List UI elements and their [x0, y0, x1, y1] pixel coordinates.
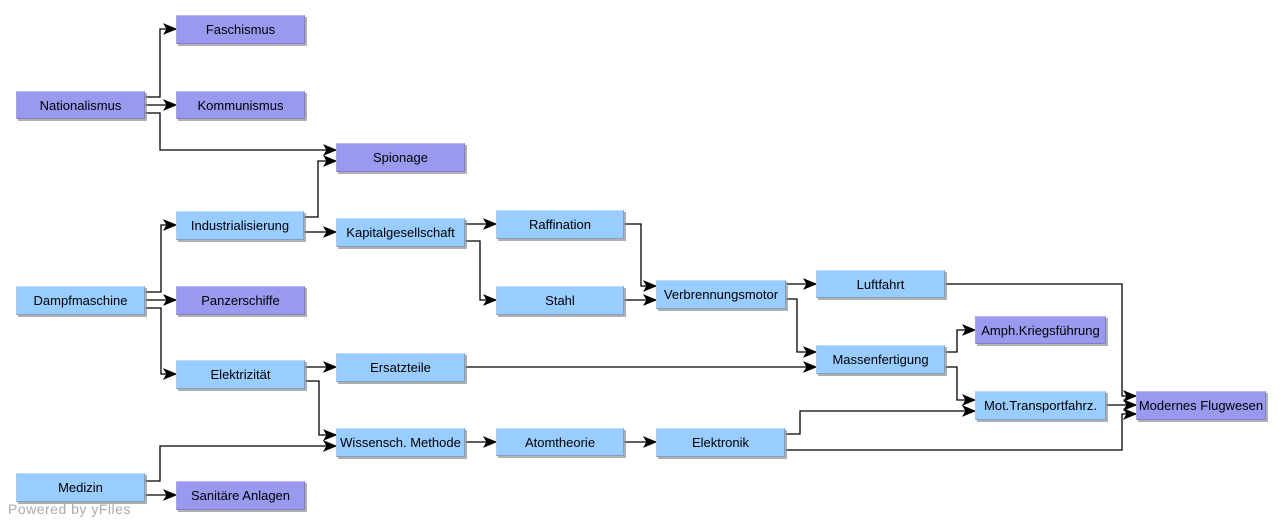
node-medizin[interactable]: Medizin — [16, 473, 145, 502]
node-label-mot-transportfahrz: Mot.Transportfahrz. — [984, 398, 1097, 413]
node-label-ersatzteile: Ersatzteile — [370, 360, 431, 375]
node-label-dampfmaschine: Dampfmaschine — [33, 293, 128, 308]
edge-verbrennungsmotor-to-massenfertigung — [786, 298, 818, 358]
node-luftfahrt[interactable]: Luftfahrt — [816, 270, 945, 298]
node-ersatzteile[interactable]: Ersatzteile — [336, 353, 465, 382]
node-label-luftfahrt: Luftfahrt — [856, 276, 905, 292]
node-label-verbrennungsmotor: Verbrennungsmotor — [663, 287, 779, 302]
node-massenfertigung[interactable]: Massenfertigung — [816, 345, 945, 374]
node-label-modernes-flugwesen: Modernes Flugwesen — [1138, 398, 1264, 413]
node-label-sanitaere-anlagen: Sanitäre Anlagen — [190, 488, 291, 503]
edge-raffination-to-verbrennungsmotor — [624, 223, 658, 292]
edge-nationalismus-to-faschismus — [145, 23, 178, 98]
node-atomtheorie[interactable]: Atomtheorie — [496, 428, 624, 456]
node-modernes-flugwesen[interactable]: Modernes Flugwesen — [1136, 391, 1266, 420]
node-kapitalgesellschaft[interactable]: Kapitalgesellschaft — [336, 218, 465, 247]
edge-elektronik-to-mot-transportfahrz — [785, 405, 977, 435]
node-label-massenfertigung: Massenfertigung — [832, 352, 929, 367]
node-verbrennungsmotor[interactable]: Verbrennungsmotor — [656, 280, 786, 309]
edge-dampfmaschine-to-industrialisierung — [145, 219, 178, 293]
node-label-nationalismus: Nationalismus — [39, 97, 122, 113]
node-dampfmaschine[interactable]: Dampfmaschine — [16, 286, 145, 315]
edge-medizin-to-wissensch-methode — [145, 440, 338, 482]
node-label-kommunismus: Kommunismus — [197, 97, 284, 113]
node-raffination[interactable]: Raffination — [496, 210, 624, 239]
node-amph-kriegsfuehrung[interactable]: Amph.Kriegsführung — [975, 316, 1106, 344]
node-industrialisierung[interactable]: Industrialisierung — [176, 211, 304, 240]
node-label-raffination: Raffination — [529, 217, 591, 232]
edge-elektrizitaet-to-wissensch-methode — [305, 380, 338, 441]
node-label-faschismus: Faschismus — [205, 22, 276, 37]
node-label-amph-kriegsfuehrung: Amph.Kriegsführung — [981, 322, 1100, 338]
node-label-stahl: Stahl — [545, 293, 575, 308]
edge-dampfmaschine-to-elektrizitaet — [145, 307, 178, 380]
node-label-spionage: Spionage — [373, 150, 428, 165]
node-label-medizin: Medizin — [58, 480, 103, 495]
edge-massenfertigung-to-amph-kriegsfuehrung — [945, 324, 977, 353]
edge-kapitalgesellschaft-to-stahl — [465, 240, 498, 306]
node-label-elektrizitaet: Elektrizität — [210, 367, 271, 382]
edge-massenfertigung-to-mot-transportfahrz — [945, 366, 977, 406]
node-label-wissensch-methode: Wissensch. Methode — [340, 435, 461, 450]
node-label-elektronik: Elektronik — [691, 435, 750, 450]
node-label-atomtheorie: Atomtheorie — [524, 434, 596, 450]
edge-industrialisierung-to-spionage — [304, 155, 338, 218]
node-elektronik[interactable]: Elektronik — [656, 428, 785, 457]
node-label-panzerschiffe: Panzerschiffe — [201, 293, 280, 308]
node-mot-transportfahrz[interactable]: Mot.Transportfahrz. — [975, 391, 1106, 420]
node-kommunismus[interactable]: Kommunismus — [176, 91, 305, 119]
node-sanitaere-anlagen[interactable]: Sanitäre Anlagen — [176, 481, 305, 510]
node-wissensch-methode[interactable]: Wissensch. Methode — [336, 428, 465, 457]
node-panzerschiffe[interactable]: Panzerschiffe — [176, 286, 305, 315]
node-elektrizitaet[interactable]: Elektrizität — [176, 360, 305, 389]
node-label-industrialisierung: Industrialisierung — [190, 218, 290, 233]
node-label-kapitalgesellschaft: Kapitalgesellschaft — [346, 225, 455, 240]
node-stahl[interactable]: Stahl — [496, 286, 624, 315]
powered-by-yfiles-watermark[interactable]: Powered by yFiles — [8, 501, 131, 517]
node-faschismus[interactable]: Faschismus — [176, 15, 305, 44]
node-spionage[interactable]: Spionage — [336, 143, 465, 172]
node-nationalismus[interactable]: Nationalismus — [16, 91, 145, 119]
